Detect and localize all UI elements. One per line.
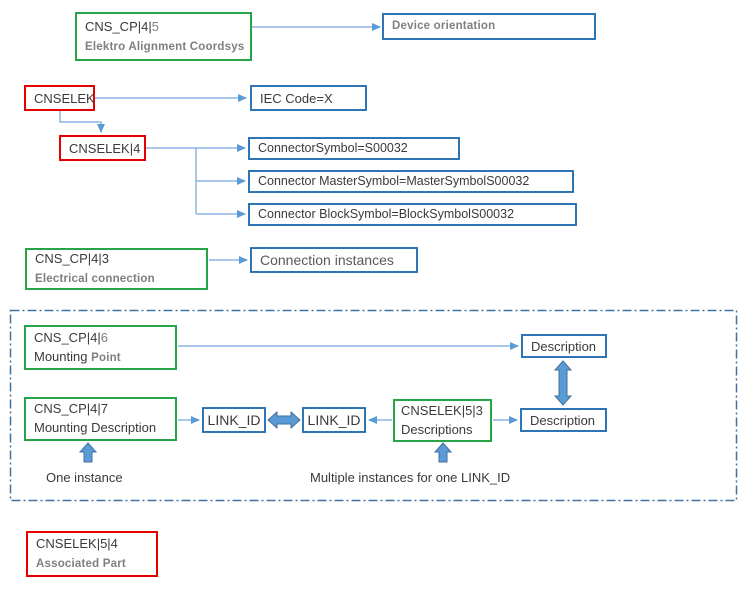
node-subtitle-text: Descriptions [401, 421, 473, 437]
node-device-orientation: Device orientation [382, 13, 596, 40]
node-title-text: CNS_CP|4| [85, 18, 152, 34]
node-title: CNS_CP|4|7 [34, 399, 167, 418]
node-label: Connector BlockSymbol=BlockSymbolS00032 [258, 207, 515, 221]
node-cnselek-5-4: CNSELEK|5|4 Associated Part [26, 531, 158, 577]
node-subtitle: Mounting Point [34, 347, 167, 368]
double-arrow-link-id-icon [267, 410, 301, 430]
node-title-text: CNS_CP|4| [34, 329, 101, 345]
node-iec-code: IEC Code=X [250, 85, 367, 111]
node-subtitle-text: Mounting Description [34, 420, 157, 435]
annotation-one-instance: One instance [46, 470, 123, 485]
node-title-text: CNSELEK|5|4 [36, 536, 118, 551]
node-cns-cp-4-5: CNS_CP|4|5 Elektro Alignment Coordsys [75, 12, 252, 61]
node-subtitle: Descriptions [401, 420, 484, 441]
node-label: LINK_ID [207, 411, 261, 428]
node-subtitle: Elektro Alignment Coordsys [85, 36, 245, 57]
node-master-symbol: Connector MasterSymbol=MasterSymbolS0003… [248, 170, 574, 193]
node-link-id-right: LINK_ID [302, 407, 366, 433]
node-cns-cp-4-3: CNS_CP|4|3 Electrical connection [25, 248, 208, 290]
node-title: CNSELEK|5|4 [36, 534, 148, 553]
node-cns-cp-4-6: CNS_CP|4|6 Mounting Point [24, 325, 177, 370]
node-subtitle: Mounting Description [34, 418, 167, 439]
node-title-text: CNS_CP|4|7 [34, 401, 108, 416]
node-title: CNS_CP|4|5 [85, 17, 242, 36]
node-label: Description [531, 338, 597, 354]
node-subtitle-text: Mounting [34, 348, 92, 364]
double-arrow-descriptions-icon [553, 360, 573, 406]
node-title: CNS_CP|4|6 [34, 328, 167, 347]
node-label: Connector MasterSymbol=MasterSymbolS0003… [258, 174, 530, 188]
node-connector-symbol: ConnectorSymbol=S00032 [248, 137, 460, 160]
node-description-bottom: Description [520, 408, 607, 432]
node-subtitle-gray: Point [91, 351, 121, 364]
node-subtitle-gray: Associated Part [36, 558, 126, 570]
node-connection-instances: Connection instances [250, 247, 418, 273]
annotation-multiple-instances: Multiple instances for one LINK_ID [310, 470, 511, 485]
up-arrow-one-instance-icon [78, 442, 98, 463]
node-title-text: CNS_CP|4|3 [35, 251, 109, 266]
node-cns-cp-4-7: CNS_CP|4|7 Mounting Description [24, 397, 177, 441]
node-label: Description [530, 412, 596, 428]
node-subtitle-gray: Elektro Alignment Coordsys [85, 40, 245, 53]
node-cnselek-4: CNSELEK|4 [59, 135, 146, 161]
node-title: CNS_CP|4|3 [35, 249, 198, 268]
node-subtitle-gray: Electrical connection [35, 273, 155, 285]
node-label: Device orientation [392, 20, 496, 32]
node-label: CNSELEK [34, 90, 95, 106]
node-title-suffix: 5 [151, 18, 159, 34]
node-label: LINK_ID [307, 411, 361, 428]
up-arrow-multiple-instances-icon [433, 442, 453, 463]
node-link-id-left: LINK_ID [202, 407, 266, 433]
node-label: IEC Code=X [260, 90, 333, 106]
node-title-text: CNSELEK|5|3 [401, 402, 483, 418]
node-block-symbol: Connector BlockSymbol=BlockSymbolS00032 [248, 203, 577, 226]
node-label: CNSELEK|4 [69, 140, 141, 156]
node-subtitle: Electrical connection [35, 268, 198, 289]
connector-cnselek-to-cnselek4-elbow [59, 111, 105, 133]
node-title-suffix: 6 [100, 329, 108, 345]
node-description-top: Description [521, 334, 607, 358]
node-subtitle: Associated Part [36, 553, 148, 574]
node-title: CNSELEK|5|3 [401, 401, 484, 420]
node-cnselek: CNSELEK [24, 85, 95, 111]
node-cnselek-5-3: CNSELEK|5|3 Descriptions [393, 399, 492, 442]
node-label: Connection instances [260, 251, 394, 268]
node-label: ConnectorSymbol=S00032 [258, 141, 408, 155]
